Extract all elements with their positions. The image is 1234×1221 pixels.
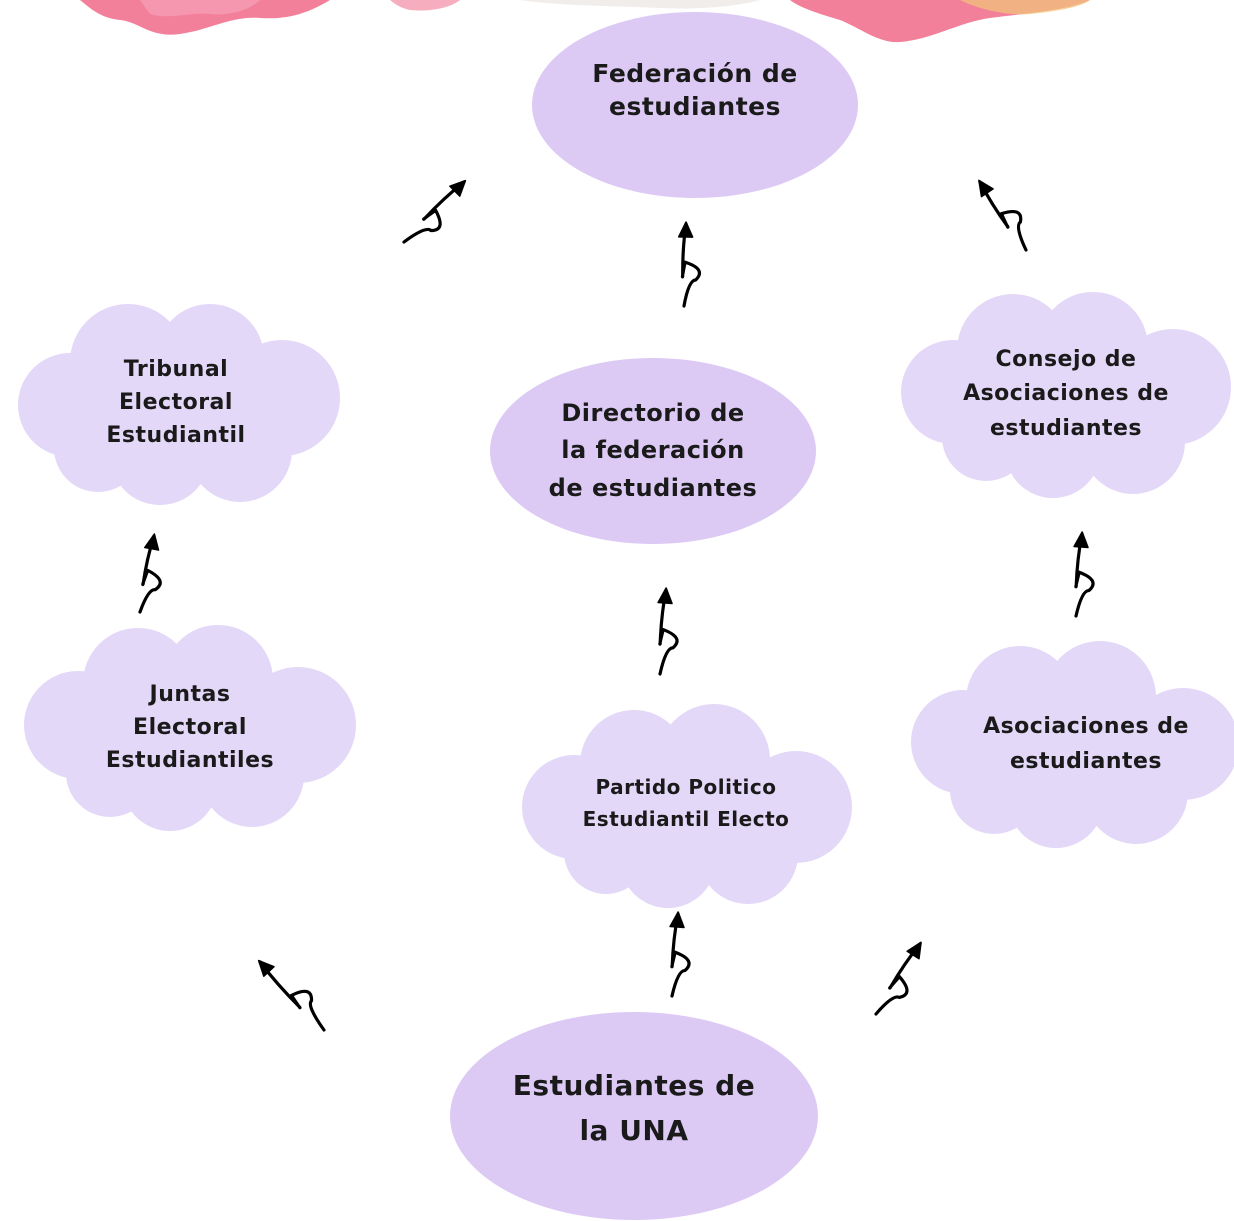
arrow-estudiantes_una-to-juntas xyxy=(257,959,326,1032)
node-label-line: Partido Politico xyxy=(595,774,777,799)
cloud-shape xyxy=(911,641,1234,848)
node-label-line: Directorio de xyxy=(561,399,745,428)
node-estudiantes-de-la-una: Estudiantes de la UNA xyxy=(450,1012,818,1220)
node-label-line: Tribunal xyxy=(123,357,229,382)
ellipse-shape xyxy=(450,1012,818,1220)
node-label-line: estudiantes xyxy=(608,92,781,121)
node-label-line: Estudiantil xyxy=(106,423,246,448)
node-label-line: Estudiantiles xyxy=(105,748,275,773)
arrow-directorio-to-federacion xyxy=(677,221,702,308)
node-label-line: estudiantes xyxy=(989,415,1143,441)
node-label-line: Consejo de xyxy=(995,347,1137,373)
node-consejo-de-asociaciones: Consejo de Asociaciones de estudiantes xyxy=(898,292,1234,498)
node-label-line: Asociaciones de xyxy=(963,381,1169,407)
node-label-line: de estudiantes xyxy=(548,473,758,502)
node-partido-politico-estudiantil-electo: Partido Politico Estudiantil Electo xyxy=(516,702,856,908)
arrow-estudiantes_una-to-asociaciones xyxy=(874,941,922,1016)
node-label-line: Estudiantes de xyxy=(512,1069,756,1103)
cloud-shape xyxy=(901,292,1231,498)
cloud-shape xyxy=(24,625,356,831)
node-label-line: Juntas xyxy=(149,682,231,707)
arrow-estudiantes_una-to-partido xyxy=(669,911,691,998)
node-tribunal-electoral-estudiantil: Tribunal Electoral Estudiantil xyxy=(10,300,352,505)
node-directorio-de-la-federacion: Directorio de la federación de estudiant… xyxy=(490,358,816,544)
floral-decoration xyxy=(80,0,1090,43)
node-label-line: Federación de xyxy=(592,59,798,88)
cloud-shape xyxy=(522,704,852,908)
node-juntas-electoral-estudiantiles: Juntas Electoral Estudiantiles xyxy=(20,625,360,831)
ellipse-shape xyxy=(490,358,816,544)
node-label-line: la UNA xyxy=(579,1114,689,1147)
node-label-line: Estudiantil Electo xyxy=(582,806,790,831)
cloud-shape xyxy=(18,304,340,505)
node-label-line: estudiantes xyxy=(1009,748,1163,774)
arrow-consejo-to-federacion xyxy=(978,179,1028,252)
arrow-partido-to-directorio xyxy=(657,587,679,676)
node-label-line: Electoral xyxy=(133,715,247,740)
node-federacion-de-estudiantes: Federación de estudiantes xyxy=(532,12,858,198)
node-label-line: Asociaciones de xyxy=(983,714,1189,740)
node-label-line: Electoral xyxy=(119,390,233,415)
node-label-line: la federación xyxy=(561,436,745,465)
arrow-asociaciones-to-consejo xyxy=(1073,531,1095,618)
node-asociaciones-de-estudiantes: Asociaciones de estudiantes xyxy=(908,641,1234,848)
ellipse-shape xyxy=(532,12,858,198)
arrow-juntas-to-tribunal xyxy=(138,533,162,614)
arrow-tribunal-to-federacion xyxy=(402,179,467,244)
